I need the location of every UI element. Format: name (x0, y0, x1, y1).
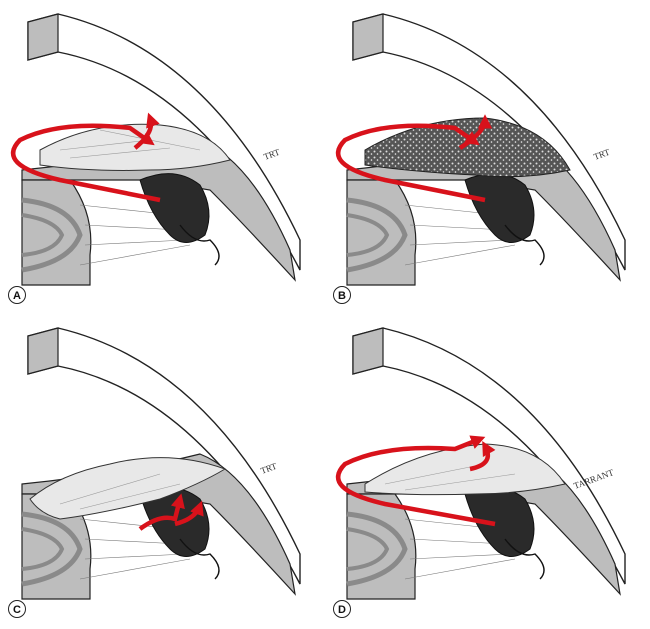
signature: TRT (592, 147, 611, 162)
flow-arrow-branch (458, 114, 493, 150)
membrane-flap (364, 443, 566, 496)
panel-label: A (8, 286, 26, 304)
panel-c: TRT C (0, 314, 325, 628)
flow-arrow-branch (133, 112, 160, 150)
flow-arrow (335, 435, 496, 527)
membrane-flap-speckled (364, 117, 571, 178)
membrane-flap (29, 457, 227, 520)
panel-a: TRT A (0, 0, 325, 314)
signature: TARRANT (572, 467, 615, 491)
flow-arrow (10, 123, 161, 203)
panel-label: D (333, 600, 351, 618)
panel-label: B (333, 286, 351, 304)
panel-a-illustration: TRT (10, 0, 325, 314)
flow-arrow (138, 493, 185, 531)
panel-b: TRT B (325, 0, 650, 314)
flow-arrow-branch (469, 440, 496, 472)
panel-d: TARRANT D (325, 314, 650, 628)
signature: TRT (259, 461, 278, 476)
panel-d-illustration: TARRANT (335, 314, 650, 628)
signature: TRT (262, 147, 281, 162)
flow-arrow-branch (174, 500, 204, 527)
flow-arrow (335, 123, 486, 203)
panel-b-illustration: TRT (335, 0, 650, 314)
panel-label: C (8, 600, 26, 618)
panel-c-illustration: TRT (0, 314, 325, 628)
